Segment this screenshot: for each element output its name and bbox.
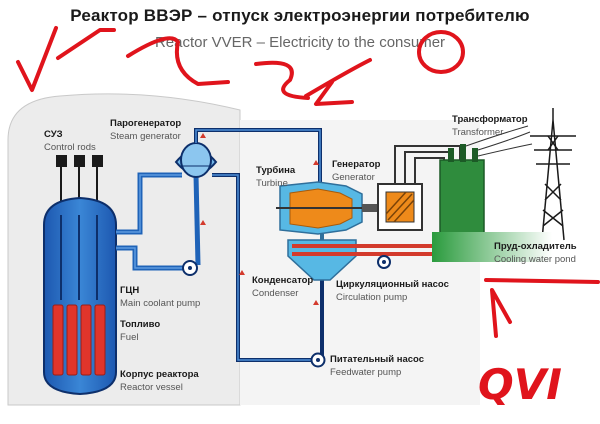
label-control-rods-ru: СУЗ <box>44 129 63 140</box>
fuel-assemblies <box>52 304 106 376</box>
label-transformer-en: Transformer <box>452 127 504 138</box>
generator <box>377 183 423 231</box>
transmission-tower <box>530 108 576 241</box>
label-steam-generator-en: Steam generator <box>110 131 181 142</box>
label-transformer-ru: Трансформатор <box>452 114 528 125</box>
label-generator-ru: Генератор <box>332 159 381 170</box>
cooling-water-loop <box>292 244 432 256</box>
label-main-coolant-pump-en: Main coolant pump <box>120 298 201 309</box>
main-coolant-pump <box>182 260 198 276</box>
label-condenser-en: Condenser <box>252 288 299 299</box>
transformer <box>439 144 485 241</box>
turbine <box>276 181 372 235</box>
label-turbine-ru: Турбина <box>256 165 296 176</box>
label-reactor-vessel: Корпус реактора Reactor vessel <box>120 368 199 394</box>
label-condenser: Конденсатор Condenser <box>252 274 313 300</box>
handwritten-qvi: QVI <box>478 360 562 409</box>
label-control-rods: СУЗ Control rods <box>44 128 96 154</box>
label-fuel-en: Fuel <box>120 332 139 343</box>
primary-loop-inner <box>116 174 183 269</box>
label-circulation-pump-en: Circulation pump <box>336 292 408 303</box>
power-lines <box>465 125 533 157</box>
diagram-title-ru: Реактор ВВЭР – отпуск электроэнергии пот… <box>70 6 530 25</box>
cooling-water-pond <box>432 232 552 262</box>
label-generator-en: Generator <box>332 172 375 183</box>
condenser <box>287 234 357 281</box>
label-cooling-pond-en: Cooling water pond <box>494 254 576 265</box>
circulation-pump <box>377 255 391 269</box>
label-turbine-en: Turbine <box>256 178 288 189</box>
label-reactor-vessel-ru: Корпус реактора <box>120 369 199 380</box>
flow-arrows <box>200 133 319 305</box>
feedwater-pump <box>310 352 326 368</box>
steam-generator <box>174 142 218 178</box>
label-cooling-pond: Пруд-охладитель Cooling water pond <box>494 240 577 266</box>
label-feedwater-pump-ru: Питательный насос <box>330 354 425 365</box>
label-fuel-ru: Топливо <box>120 319 161 330</box>
label-steam-generator: Парогенератор Steam generator <box>110 117 181 143</box>
label-main-coolant-pump: ГЦН Main coolant pump <box>120 284 200 310</box>
label-circulation-pump-ru: Циркуляционный насос <box>336 279 449 290</box>
diagram-title-en: Reactor VVER – Electricity to the consum… <box>154 34 446 51</box>
handwritten-annotations <box>16 26 600 338</box>
label-transformer: Трансформатор Transformer <box>452 113 528 139</box>
label-steam-generator-ru: Парогенератор <box>110 118 182 129</box>
label-condenser-ru: Конденсатор <box>252 275 314 286</box>
label-turbine: Турбина Turbine <box>256 164 295 190</box>
label-main-coolant-pump-ru: ГЦН <box>120 285 140 296</box>
label-feedwater-pump: Питательный насос Feedwater pump <box>330 353 424 379</box>
label-cooling-pond-ru: Пруд-охладитель <box>494 241 577 252</box>
turbine-shaft <box>362 204 378 212</box>
secondary-loop-inner <box>195 129 321 361</box>
label-reactor-vessel-en: Reactor vessel <box>120 382 183 393</box>
label-control-rods-en: Control rods <box>44 142 96 153</box>
label-generator: Генератор Generator <box>332 158 380 184</box>
label-circulation-pump: Циркуляционный насос Circulation pump <box>336 278 449 304</box>
label-feedwater-pump-en: Feedwater pump <box>330 367 402 378</box>
label-fuel: Топливо Fuel <box>120 318 160 344</box>
